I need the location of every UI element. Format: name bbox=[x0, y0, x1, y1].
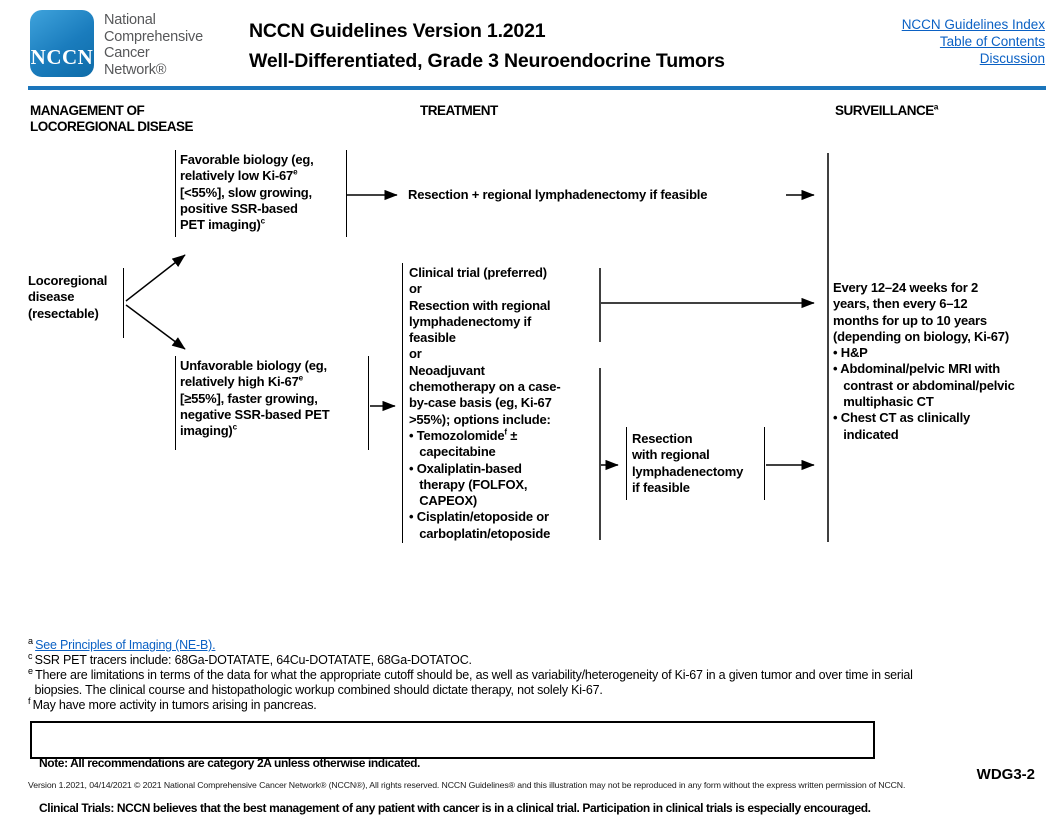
footnote-marker-c: c bbox=[232, 422, 237, 432]
node-treatment-options: Clinical trial (preferred) or Resection … bbox=[402, 263, 602, 543]
temozolomide-option: • Temozolomidef ± bbox=[409, 427, 518, 443]
node-resection-box: Resection with regional lymphadenectomy … bbox=[626, 427, 765, 500]
footnote-c: c SSR PET tracers include: 68Ga-DOTATATE… bbox=[28, 650, 472, 667]
arrow-branch-up bbox=[125, 254, 186, 302]
note-line: Note: All recommendations are category 2… bbox=[39, 756, 420, 770]
footnote-f: f May have more activity in tumors arisi… bbox=[28, 695, 317, 712]
node-locoregional-disease: Locoregional disease (resectable) bbox=[28, 268, 124, 338]
nccn-logo: NCCN bbox=[30, 10, 94, 77]
node-surveillance-schedule: Every 12–24 weeks for 2 years, then ever… bbox=[833, 280, 1015, 442]
category-note-box: Note: All recommendations are category 2… bbox=[30, 721, 875, 815]
footnote-marker-f: f bbox=[504, 427, 507, 437]
clinical-trials-line: Clinical Trials: NCCN believes that the … bbox=[39, 801, 871, 815]
nccn-logo-text: NCCN bbox=[30, 45, 94, 69]
footnote-marker-c: c bbox=[260, 216, 265, 226]
brand-name: National Comprehensive Cancer Network® bbox=[104, 12, 203, 78]
footnote-marker-e: e bbox=[298, 373, 303, 383]
footnote-marker-e: e bbox=[293, 167, 298, 177]
node-unfavorable-biology: Unfavorable biology (eg, relatively high… bbox=[175, 356, 369, 450]
page-title: NCCN Guidelines Version 1.2021 Well-Diff… bbox=[249, 16, 725, 76]
guidelines-subject-title: Well-Differentiated, Grade 3 Neuroendocr… bbox=[249, 50, 725, 72]
footnotes: a See Principles of Imaging (NE-B). c SS… bbox=[28, 635, 913, 713]
header-links: NCCN Guidelines Index Table of Contents … bbox=[902, 16, 1045, 67]
node-resection-lymphadenectomy: Resection + regional lymphadenectomy if … bbox=[408, 187, 708, 202]
guidelines-version-title: NCCN Guidelines Version 1.2021 bbox=[249, 20, 546, 42]
link-guidelines-index[interactable]: NCCN Guidelines Index bbox=[901, 17, 1045, 32]
page-number: WDG3-2 bbox=[976, 766, 1035, 783]
principles-of-imaging-link[interactable]: See Principles of Imaging (NE-B). bbox=[35, 638, 216, 652]
footnote-a: a See Principles of Imaging (NE-B). bbox=[28, 635, 216, 652]
node-favorable-biology: Favorable biology (eg, relatively low Ki… bbox=[175, 150, 347, 237]
footnote-e: e There are limitations in terms of the … bbox=[28, 665, 913, 697]
column-header-surveillance: SURVEILLANCEa bbox=[835, 101, 939, 118]
link-table-of-contents[interactable]: Table of Contents bbox=[939, 34, 1045, 49]
nccn-guidelines-page: { "colors": { "accent_blue": "#1b75bb", … bbox=[28, 10, 1046, 815]
link-discussion[interactable]: Discussion bbox=[979, 51, 1045, 66]
copyright-line: Version 1.2021, 04/14/2021 © 2021 Nation… bbox=[28, 780, 906, 790]
header-divider-rule bbox=[28, 86, 1046, 90]
column-header-treatment: TREATMENT bbox=[420, 103, 498, 118]
surveillance-footnote-marker: a bbox=[933, 101, 939, 112]
column-header-management: MANAGEMENT OF LOCOREGIONAL DISEASE bbox=[30, 103, 194, 134]
arrow-branch-down bbox=[125, 304, 186, 350]
